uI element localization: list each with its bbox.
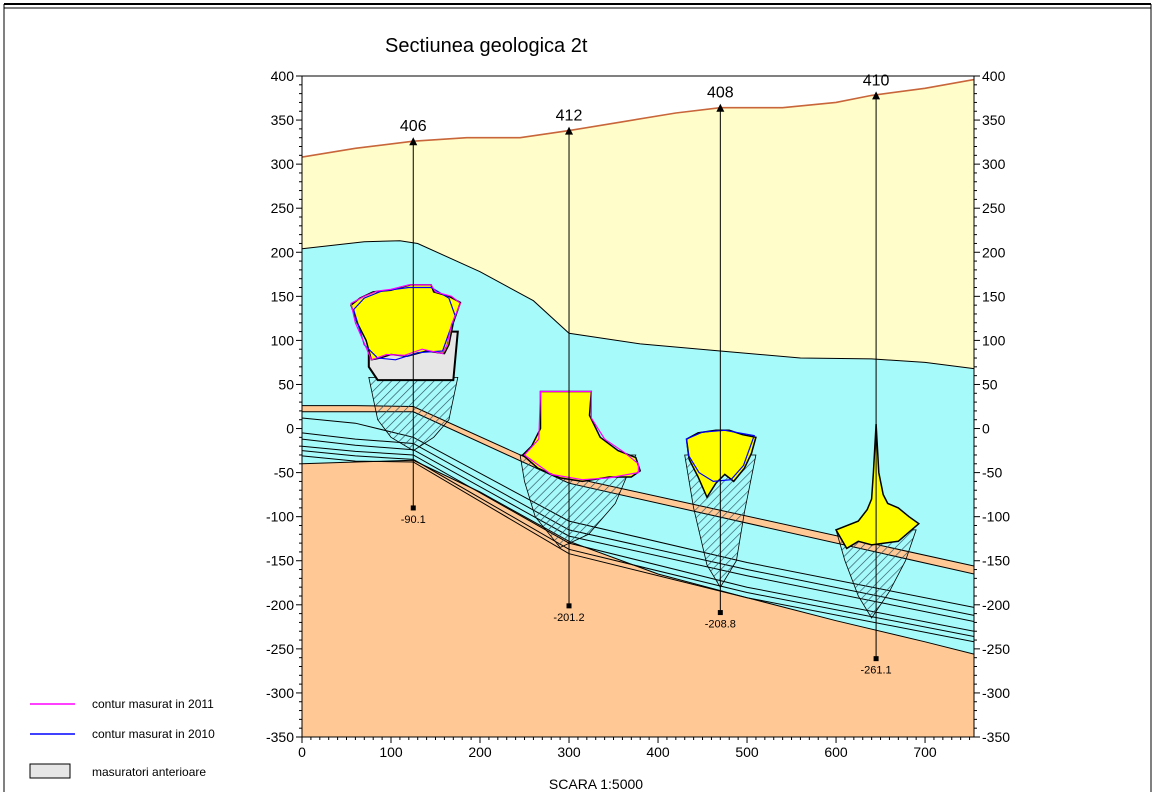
borehole-end-412 xyxy=(566,603,572,609)
borehole-marker-408 xyxy=(716,103,725,112)
y-tick-label-right-0: 0 xyxy=(982,421,990,437)
y-tick-label-right--150: -150 xyxy=(982,553,1010,569)
contour-2011-2 xyxy=(523,390,640,481)
y-tick-label-left--250: -250 xyxy=(266,641,294,657)
y-tick-label-right-100: 100 xyxy=(982,332,1006,348)
y-tick-label-left--200: -200 xyxy=(266,597,294,613)
y-tick-label-right-300: 300 xyxy=(982,156,1006,172)
legend: contur masurat in 2011 contur masurat in … xyxy=(29,697,215,779)
y-tick-label-left-100: 100 xyxy=(271,332,295,348)
y-tick-label-right-200: 200 xyxy=(982,244,1006,260)
strata-line-5 xyxy=(302,450,974,637)
legend-label-2: contur masurat in 2010 xyxy=(92,727,215,741)
borehole-depth-408: -208.8 xyxy=(705,619,736,631)
contour-2011-1 xyxy=(350,284,462,361)
y-tick-label-right-250: 250 xyxy=(982,200,1006,216)
y-tick-label-left--50: -50 xyxy=(274,465,294,481)
axes: 400 400 350 350 300 300 250 250 200 200 150 150 100 1… xyxy=(266,68,1010,760)
x-tick-label-600: 600 xyxy=(824,744,848,760)
borehole-marker-412 xyxy=(565,126,574,135)
legend-label-1: contur masurat in 2011 xyxy=(92,697,214,711)
x-tick-label-200: 200 xyxy=(468,744,492,760)
y-tick-label-left-350: 350 xyxy=(271,112,295,128)
y-tick-label-left-0: 0 xyxy=(286,421,294,437)
strata-line-6 xyxy=(302,455,974,643)
y-tick-label-left-300: 300 xyxy=(271,156,295,172)
borehole-depth-412: -201.2 xyxy=(553,612,584,624)
y-tick-label-left-150: 150 xyxy=(271,288,295,304)
y-tick-label-right--50: -50 xyxy=(982,465,1002,481)
borehole-end-406 xyxy=(410,505,416,511)
x-tick-label-0: 0 xyxy=(298,744,306,760)
borehole-name-406: 406 xyxy=(400,118,427,135)
borehole-depth-406: -90.1 xyxy=(401,514,426,526)
strata-line-2 xyxy=(302,432,974,616)
y-tick-label-left--100: -100 xyxy=(266,509,294,525)
x-tick-label-700: 700 xyxy=(913,744,937,760)
middle-aquifer-layer xyxy=(302,240,974,655)
x-tick-label-100: 100 xyxy=(379,744,403,760)
y-tick-label-right--250: -250 xyxy=(982,641,1010,657)
strata-line-3 xyxy=(302,438,974,622)
x-tick-label-300: 300 xyxy=(557,744,581,760)
strata-line-4 xyxy=(302,445,974,632)
base-layer xyxy=(302,460,974,737)
ground-surface-line xyxy=(302,78,974,158)
y-tick-label-right--350: -350 xyxy=(982,729,1010,745)
y-tick-label-left--350: -350 xyxy=(266,729,294,745)
borehole-name-410: 410 xyxy=(863,72,890,89)
top-sediment-layer xyxy=(302,79,974,369)
y-tick-label-left-200: 200 xyxy=(271,244,295,260)
x-tick-label-500: 500 xyxy=(735,744,759,760)
scale-label: SCARA 1:5000 xyxy=(549,776,643,792)
strata-line-1 xyxy=(302,417,974,608)
borehole-depth-410: -261.1 xyxy=(860,665,891,677)
borehole-name-412: 412 xyxy=(556,108,583,125)
cavity-412 xyxy=(521,390,642,483)
y-tick-label-left-250: 250 xyxy=(271,200,295,216)
y-tick-label-right--300: -300 xyxy=(982,685,1010,701)
borehole-name-408: 408 xyxy=(707,85,734,102)
borehole-end-408 xyxy=(717,610,723,616)
y-tick-label-left-400: 400 xyxy=(271,68,295,84)
contour-2010-2 xyxy=(685,429,756,483)
borehole-marker-406 xyxy=(409,137,418,146)
cavity-410 xyxy=(834,424,921,550)
borehole-end-410 xyxy=(873,656,879,662)
plot-border xyxy=(301,75,975,738)
y-tick-label-right--200: -200 xyxy=(982,597,1010,613)
y-tick-label-right-400: 400 xyxy=(982,68,1006,84)
legend-box-3 xyxy=(29,763,71,779)
y-tick-label-right-350: 350 xyxy=(982,112,1006,128)
y-tick-label-left-50: 50 xyxy=(278,376,294,392)
chart-title: Sectiunea geologica 2t xyxy=(385,35,588,57)
y-tick-label-left--150: -150 xyxy=(266,553,294,569)
y-tick-label-right-150: 150 xyxy=(982,288,1006,304)
plot-area xyxy=(302,78,974,737)
borehole-marker-410 xyxy=(872,91,881,100)
y-tick-label-right-50: 50 xyxy=(982,376,998,392)
x-tick-label-400: 400 xyxy=(646,744,670,760)
y-tick-label-left--300: -300 xyxy=(266,685,294,701)
legend-label-3: masuratori anterioare xyxy=(92,765,206,779)
boreholes: 406 -90.1 412 -201.2 408 -208.8 410 -261.1 xyxy=(400,72,892,676)
y-tick-label-right--100: -100 xyxy=(982,509,1010,525)
